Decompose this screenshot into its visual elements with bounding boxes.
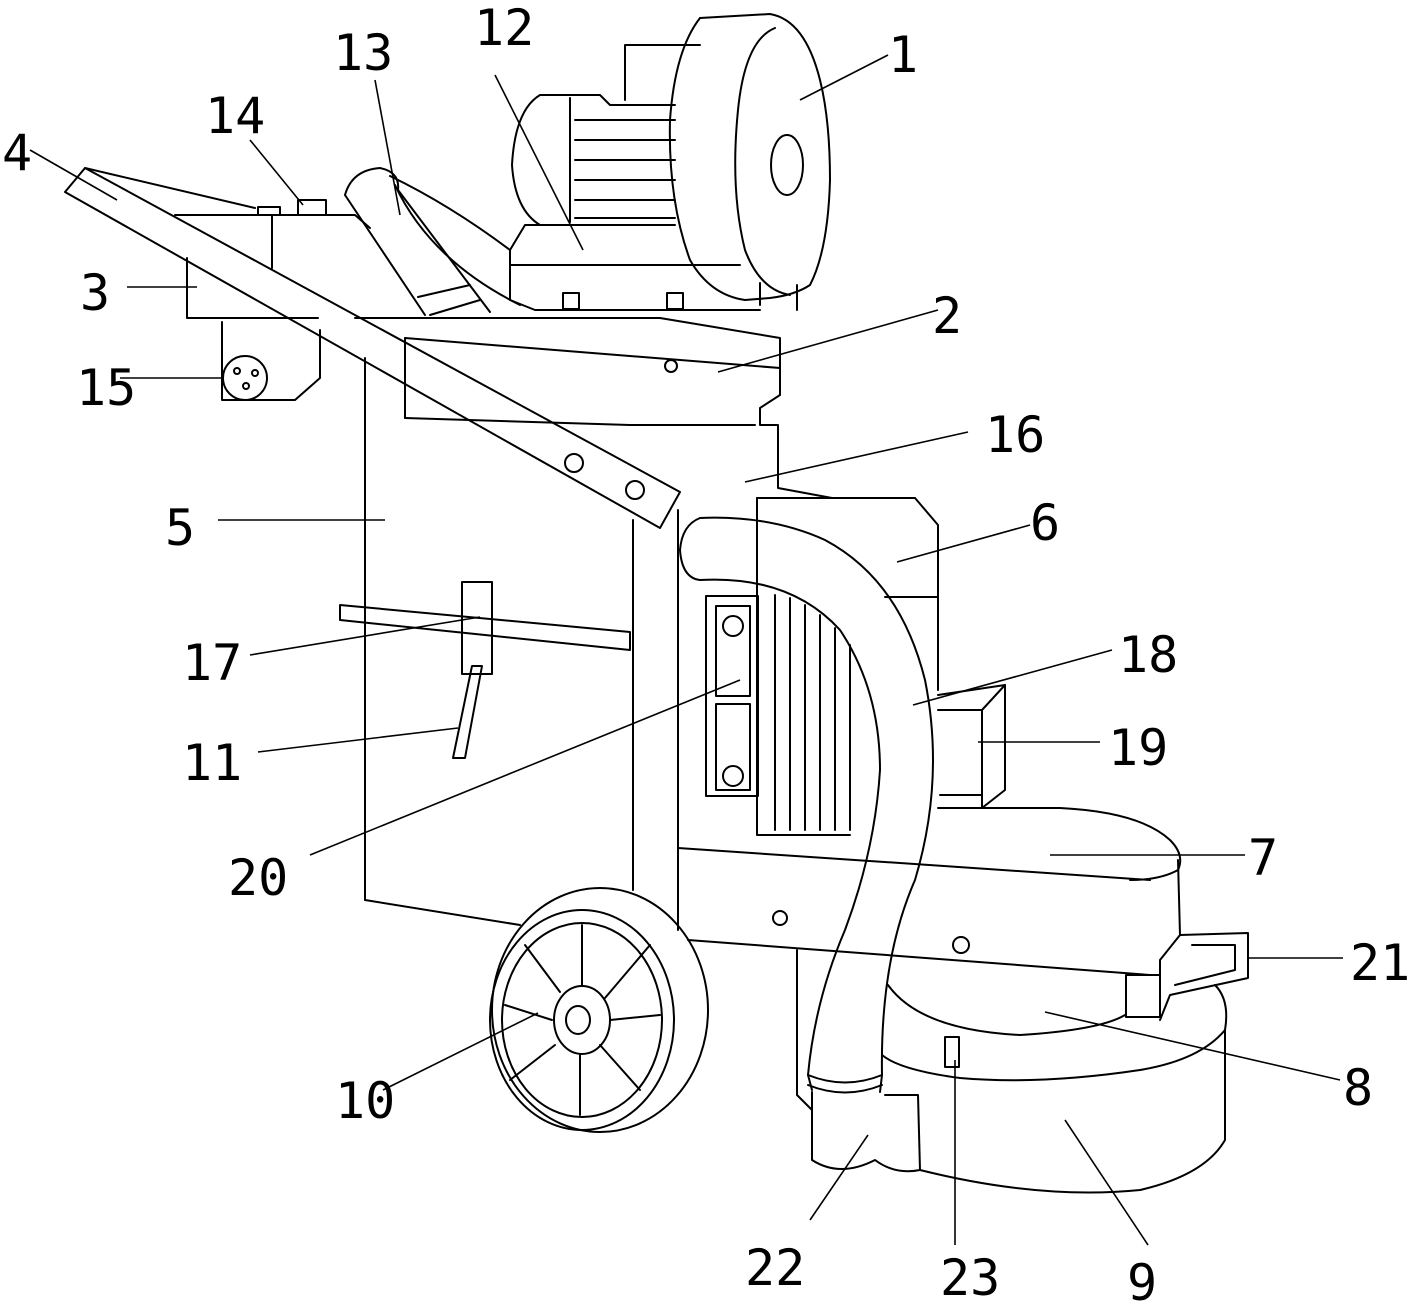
- label-19: 19: [1108, 719, 1168, 777]
- label-14: 14: [205, 87, 265, 145]
- label-16: 16: [985, 406, 1045, 464]
- label-23: 23: [940, 1249, 1000, 1307]
- label-7: 7: [1248, 829, 1278, 887]
- vacuum-hose: [679, 516, 934, 1094]
- label-21: 21: [1350, 934, 1410, 992]
- push-handle: [64, 167, 681, 529]
- label-5: 5: [165, 499, 195, 557]
- label-15: 15: [76, 359, 136, 417]
- label-17: 17: [182, 634, 242, 692]
- label-22: 22: [745, 1239, 805, 1297]
- label-4: 4: [2, 124, 32, 182]
- label-6: 6: [1030, 494, 1060, 552]
- label-20: 20: [228, 849, 288, 907]
- dust-box: [705, 497, 939, 836]
- lever-assembly: [339, 581, 631, 759]
- label-12: 12: [474, 0, 534, 57]
- label-1: 1: [888, 26, 918, 84]
- suction-nozzle: [796, 949, 921, 1173]
- motor: [509, 94, 761, 311]
- label-8: 8: [1343, 1059, 1373, 1117]
- label-18: 18: [1118, 626, 1178, 684]
- duct-pipe: [344, 167, 521, 316]
- label-9: 9: [1127, 1254, 1157, 1311]
- outlet-nozzle: [937, 684, 1006, 809]
- upper-housing: [772, 807, 1182, 976]
- control-box: [174, 199, 371, 401]
- leader-lines: [29, 54, 1343, 1246]
- label-13: 13: [333, 24, 393, 82]
- label-11: 11: [182, 734, 242, 792]
- wheel: [489, 887, 709, 1133]
- label-10: 10: [335, 1072, 395, 1130]
- label-2: 2: [932, 287, 962, 345]
- label-3: 3: [80, 264, 110, 322]
- main-frame: [354, 317, 1151, 976]
- blower-housing: [624, 13, 831, 311]
- grinding-head: [881, 984, 1228, 1194]
- discharge-chute: [1125, 932, 1249, 1021]
